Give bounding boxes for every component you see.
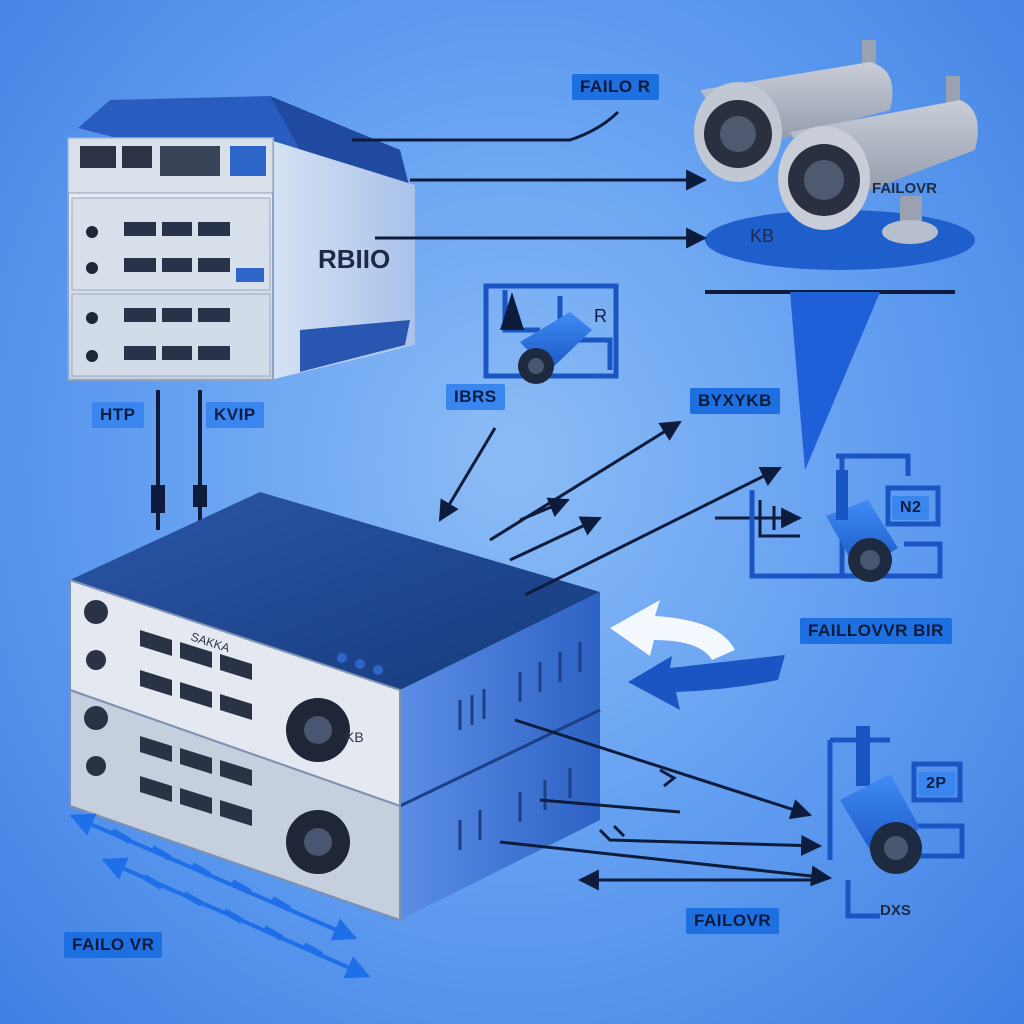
failover-loop-icon <box>610 600 785 710</box>
connector-right <box>193 485 207 507</box>
rack-server <box>67 96 415 381</box>
switch-tag-label: KB <box>345 729 364 745</box>
camera-body-label: FAILOVR <box>872 180 937 197</box>
n2-label: N2 <box>892 496 930 520</box>
right-camera-icon <box>826 470 898 582</box>
2p-label: 2P <box>918 772 955 796</box>
small-camera-icon <box>518 312 592 384</box>
ibrs-label: IBRS <box>446 384 505 410</box>
bottom-camera-panel <box>827 737 965 919</box>
signal-beam <box>790 292 880 470</box>
http-label: HTP <box>92 402 144 428</box>
connector-left <box>151 485 165 513</box>
rack-name-label: RBIIO <box>318 244 390 274</box>
failover-bottom-left-label: FAILO VR <box>64 932 163 958</box>
security-cameras-top <box>694 40 978 270</box>
small-markers <box>612 768 677 838</box>
bottom-camera-icon <box>840 726 922 874</box>
arrow-ticks <box>110 828 324 958</box>
byxykb-label: BYXYKB <box>690 388 780 414</box>
rack-to-camera-links <box>352 110 708 249</box>
bracket-icon <box>758 500 800 538</box>
failover-right-label: FAILLOVVR BIR <box>800 618 952 644</box>
failover-bottom-right-label: FAILOVR <box>686 908 780 934</box>
kvip-label: KVIP <box>206 402 264 428</box>
small-camera-panel <box>483 283 619 379</box>
network-arrows <box>438 420 830 891</box>
small-camera-r-label: R <box>594 306 607 326</box>
failover-top-label: FAILO R <box>572 74 659 100</box>
bottom-camera-tag: DXS <box>880 902 911 919</box>
up-arrow-icon <box>500 292 524 330</box>
camera-base-label: KB <box>750 226 774 246</box>
